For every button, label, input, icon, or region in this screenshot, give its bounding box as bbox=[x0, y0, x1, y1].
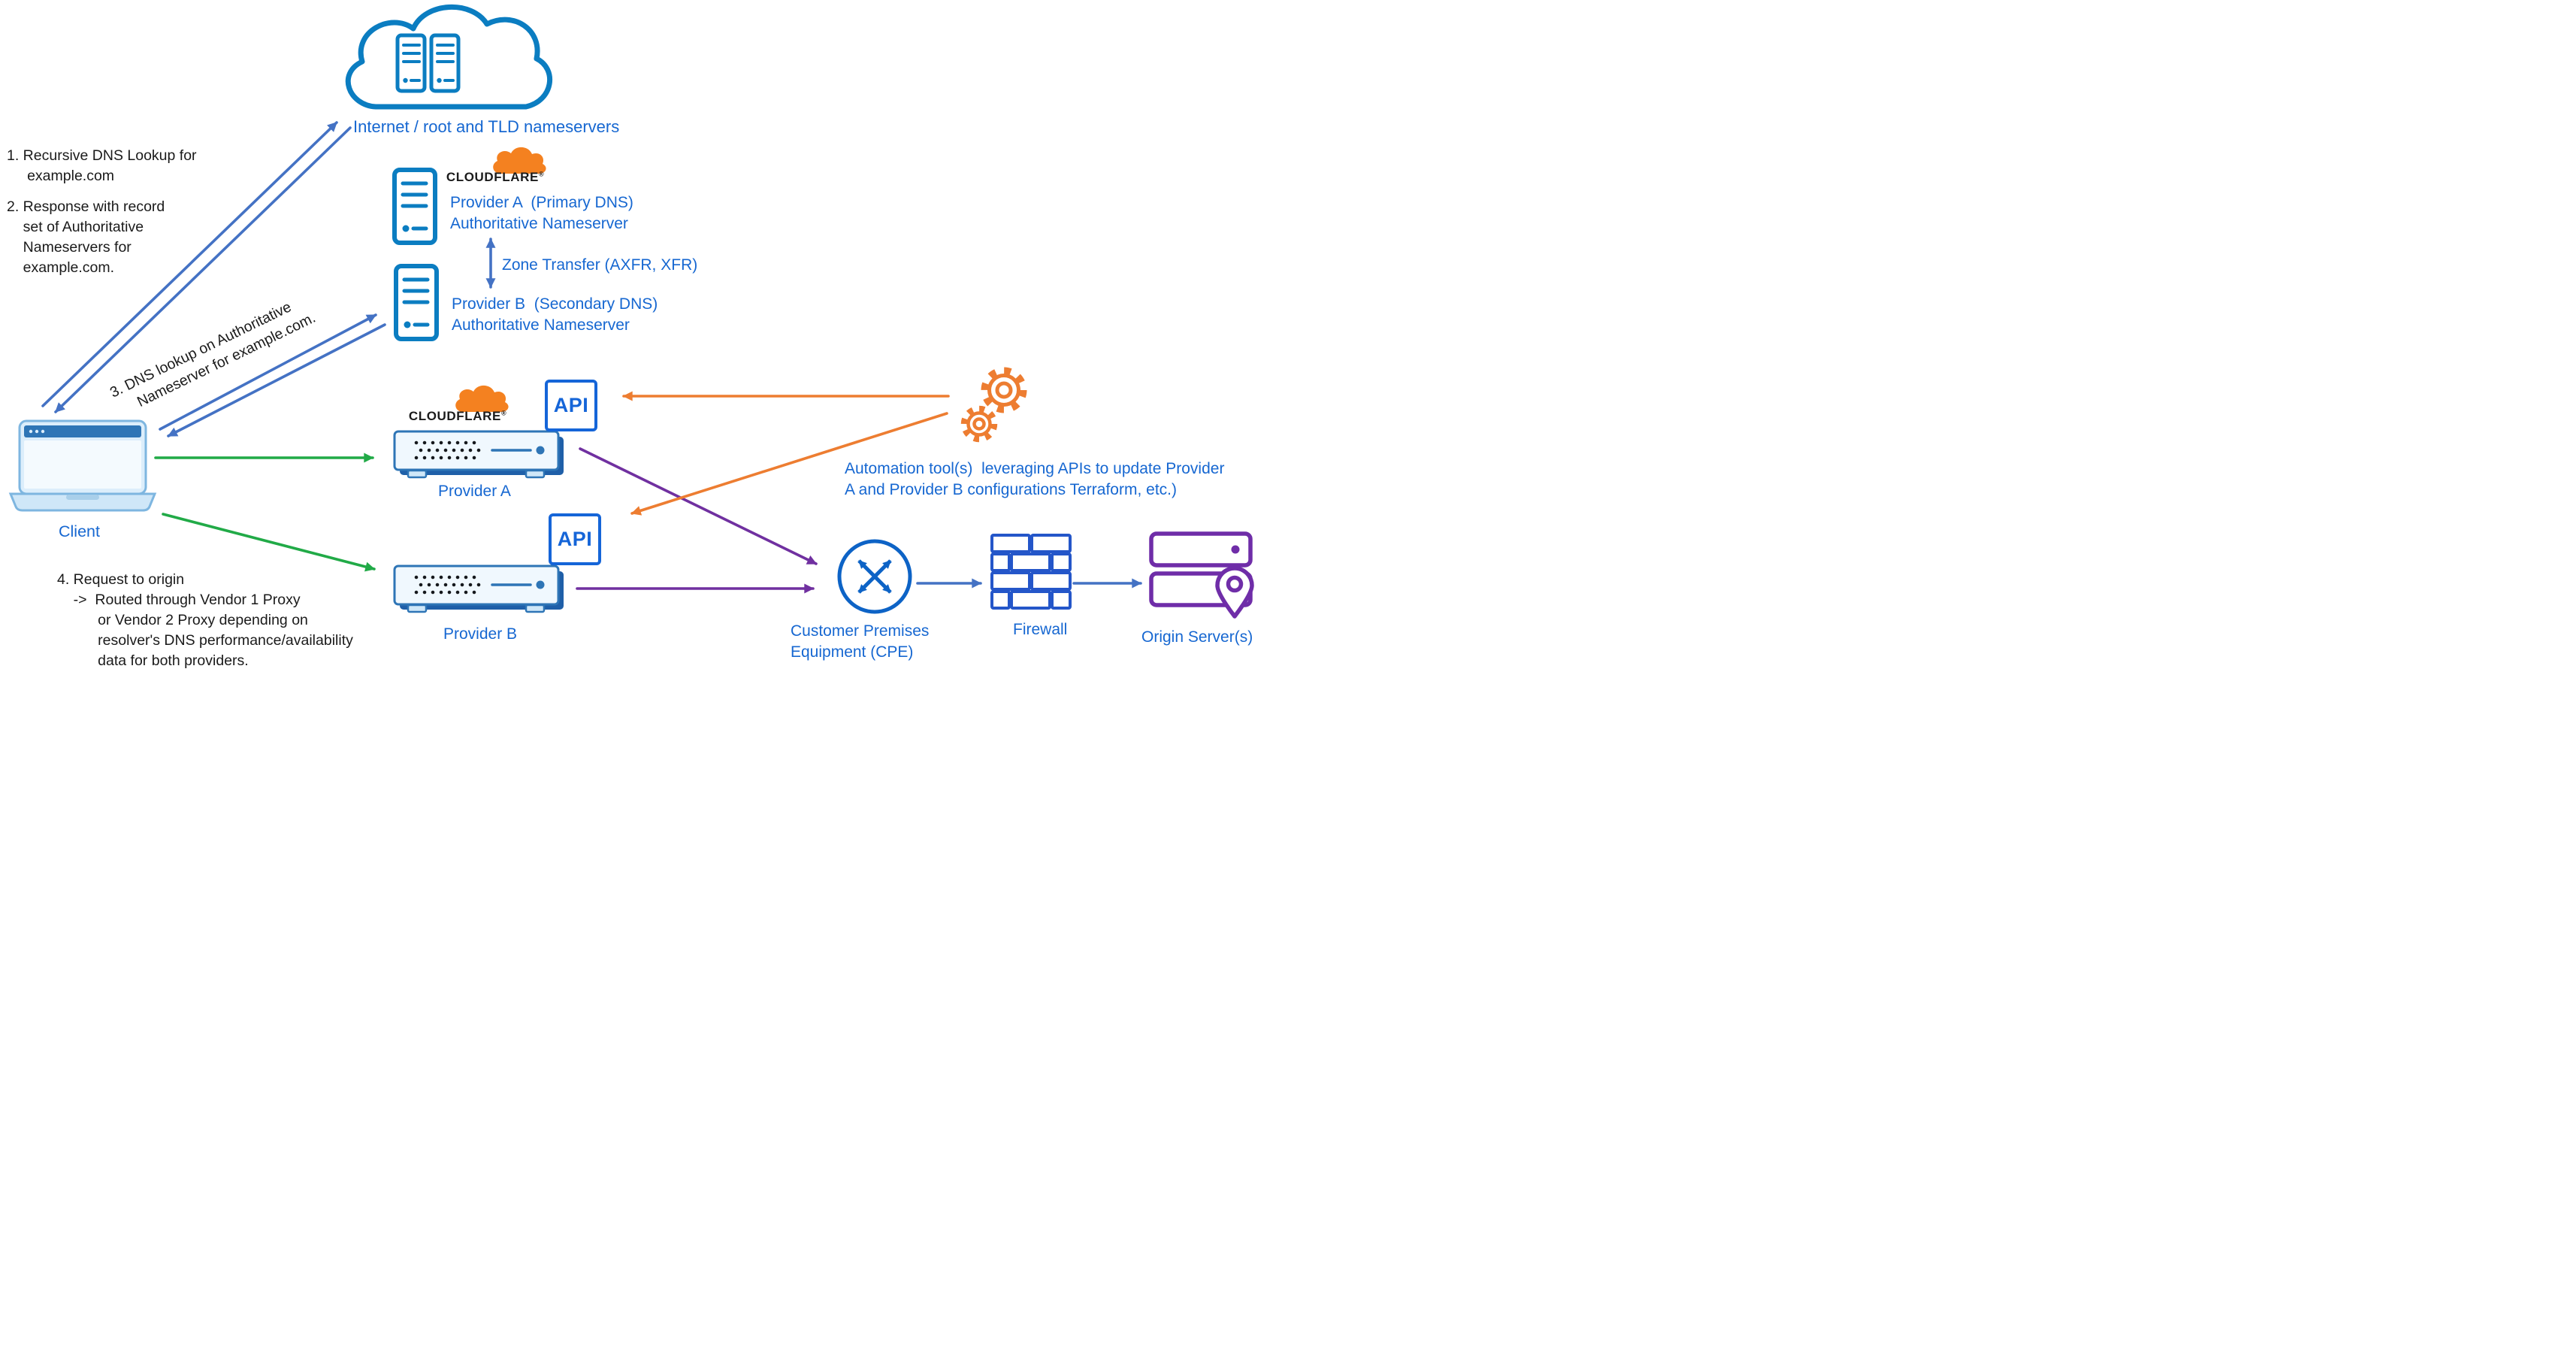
annotation-step1: 1. Recursive DNS Lookup for example.com bbox=[7, 147, 197, 184]
provider-a-to-cpe-arrow bbox=[579, 447, 818, 565]
provider-b-api-box: API bbox=[549, 513, 601, 565]
cloudflare-wordmark-text: CLOUDFLARE bbox=[446, 170, 539, 184]
cloudflare-wordmark-b: CLOUDFLARE® bbox=[401, 409, 514, 424]
cloudflare-wordmark-text: CLOUDFLARE bbox=[408, 409, 501, 423]
dns-lookup-response-arrow bbox=[167, 323, 386, 437]
recursive-lookup-arrow bbox=[41, 121, 338, 407]
annotation-step2: 2. Response with record set of Authorita… bbox=[7, 198, 165, 276]
cloudflare-logo-icon-a bbox=[493, 147, 546, 174]
registered-mark: ® bbox=[500, 409, 507, 417]
provider-b-proxy-icon bbox=[393, 564, 564, 613]
automation-label: Automation tool(s) leveraging APIs to up… bbox=[845, 460, 1225, 498]
provider-b-label: Provider B bbox=[443, 625, 518, 643]
zone-transfer-label: Zone Transfer (AXFR, XFR) bbox=[502, 256, 698, 274]
provider-b-nameserver-icon bbox=[394, 264, 439, 341]
cpe-router-icon bbox=[837, 539, 912, 614]
provider-a-label: Provider A bbox=[438, 483, 511, 500]
automation-gears-icon bbox=[960, 367, 1027, 443]
cpe-label: Customer Premises Equipment (CPE) bbox=[791, 622, 930, 661]
provider-a-nameserver-label: Provider A (Primary DNS) Authoritative N… bbox=[450, 194, 633, 232]
client-label: Client bbox=[59, 522, 100, 540]
tld-nameserver-icon bbox=[429, 33, 461, 93]
firewall-icon bbox=[990, 534, 1072, 610]
automation-to-api-b-arrow bbox=[630, 412, 948, 516]
annotation-step4: 4. Request to origin -> Routed through V… bbox=[57, 571, 353, 669]
provider-a-nameserver-icon bbox=[392, 168, 437, 245]
cloudflare-wordmark-a: CLOUDFLARE® bbox=[439, 170, 552, 185]
nameserver-response-arrow bbox=[54, 126, 352, 413]
client-to-provider-b-arrow bbox=[162, 513, 376, 572]
registered-mark: ® bbox=[538, 170, 545, 178]
dns-lookup-arrow bbox=[159, 313, 377, 431]
client-laptop-icon bbox=[8, 419, 157, 512]
origin-servers-icon bbox=[1149, 531, 1254, 619]
root-nameserver-icon bbox=[395, 33, 427, 93]
provider-a-api-box: API bbox=[545, 380, 597, 431]
internet-cloud-icon bbox=[345, 5, 552, 110]
firewall-label: Firewall bbox=[1013, 621, 1068, 638]
internet-label: Internet / root and TLD nameservers bbox=[353, 117, 620, 136]
dns-architecture-diagram: 1. Recursive DNS Lookup for example.com … bbox=[0, 0, 1288, 681]
provider-b-nameserver-label: Provider B (Secondary DNS) Authoritative… bbox=[452, 295, 658, 334]
diagram-graphics bbox=[8, 5, 1254, 619]
cloudflare-logo-icon-b bbox=[455, 385, 509, 412]
provider-a-proxy-icon bbox=[393, 430, 564, 479]
location-pin-icon bbox=[1215, 566, 1254, 619]
origin-servers-label: Origin Server(s) bbox=[1141, 628, 1253, 646]
arrows bbox=[41, 121, 1142, 594]
